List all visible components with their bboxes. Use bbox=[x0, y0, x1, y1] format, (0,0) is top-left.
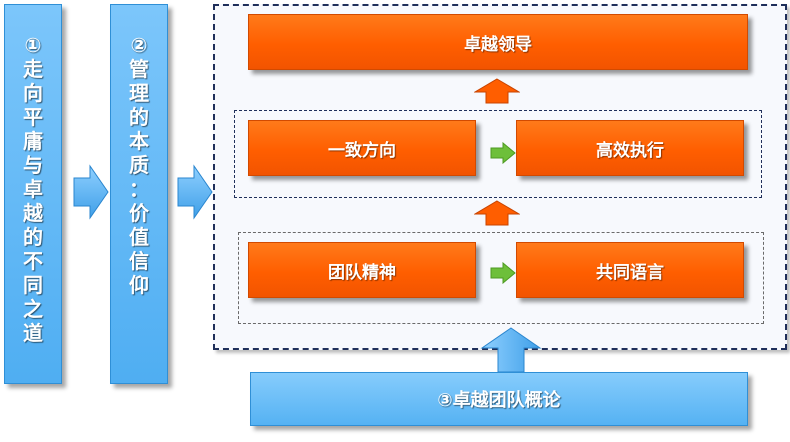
box-execution: 高效执行 bbox=[516, 120, 744, 176]
pillar-char: 质 bbox=[129, 153, 149, 177]
up-arrow-mid bbox=[473, 200, 521, 226]
box-team-spirit-label: 团队精神 bbox=[328, 262, 396, 283]
pillar-char: 的 bbox=[129, 105, 149, 129]
box-common-language: 共同语言 bbox=[516, 242, 744, 298]
pillar-char: 走 bbox=[23, 57, 43, 81]
pillar-char: 的 bbox=[23, 225, 43, 249]
right-arrow-1 bbox=[72, 164, 110, 220]
box-common-language-label: 共同语言 bbox=[596, 262, 664, 283]
pillar-char: 卓 bbox=[23, 177, 43, 201]
pillar-char: 不 bbox=[23, 249, 43, 273]
right-arrow-2 bbox=[176, 164, 214, 220]
box-team-spirit: 团队精神 bbox=[248, 242, 476, 298]
direction-execution-frame bbox=[234, 110, 762, 198]
pillar-char: 道 bbox=[23, 321, 43, 345]
pillar-char: 平 bbox=[23, 105, 43, 129]
blue-up-arrow bbox=[480, 326, 542, 374]
pillar-char: 仰 bbox=[129, 273, 149, 297]
pillar-char: 价 bbox=[129, 201, 149, 225]
spirit-language-frame bbox=[238, 232, 764, 324]
pillar-char: 理 bbox=[129, 81, 149, 105]
pillar-char: ： bbox=[129, 177, 149, 201]
bottom-bar-team-overview: ③卓越团队概论 bbox=[250, 372, 748, 426]
pillar-char: 之 bbox=[23, 297, 43, 321]
pillar-char: 管 bbox=[129, 57, 149, 81]
bottom-bar-label: ③卓越团队概论 bbox=[437, 390, 561, 411]
box-direction-label: 一致方向 bbox=[328, 140, 396, 161]
pillar-char: 值 bbox=[129, 225, 149, 249]
pillar-char: ① bbox=[24, 33, 42, 57]
pillar-char: 庸 bbox=[23, 129, 43, 153]
up-arrow-top bbox=[473, 78, 521, 104]
box-direction: 一致方向 bbox=[248, 120, 476, 176]
green-arrow-bottom bbox=[490, 261, 516, 285]
box-leadership: 卓越领导 bbox=[248, 14, 748, 70]
pillar-char: ② bbox=[130, 33, 148, 57]
box-leadership-label: 卓越领导 bbox=[464, 34, 532, 55]
pillar-char: 越 bbox=[23, 201, 43, 225]
pillar-char: 同 bbox=[23, 273, 43, 297]
green-arrow-mid bbox=[490, 141, 516, 165]
box-execution-label: 高效执行 bbox=[596, 140, 664, 161]
pillar-char: 本 bbox=[129, 129, 149, 153]
pillar-char: 与 bbox=[23, 153, 43, 177]
pillar-char: 向 bbox=[23, 81, 43, 105]
pillar-char: 信 bbox=[129, 249, 149, 273]
